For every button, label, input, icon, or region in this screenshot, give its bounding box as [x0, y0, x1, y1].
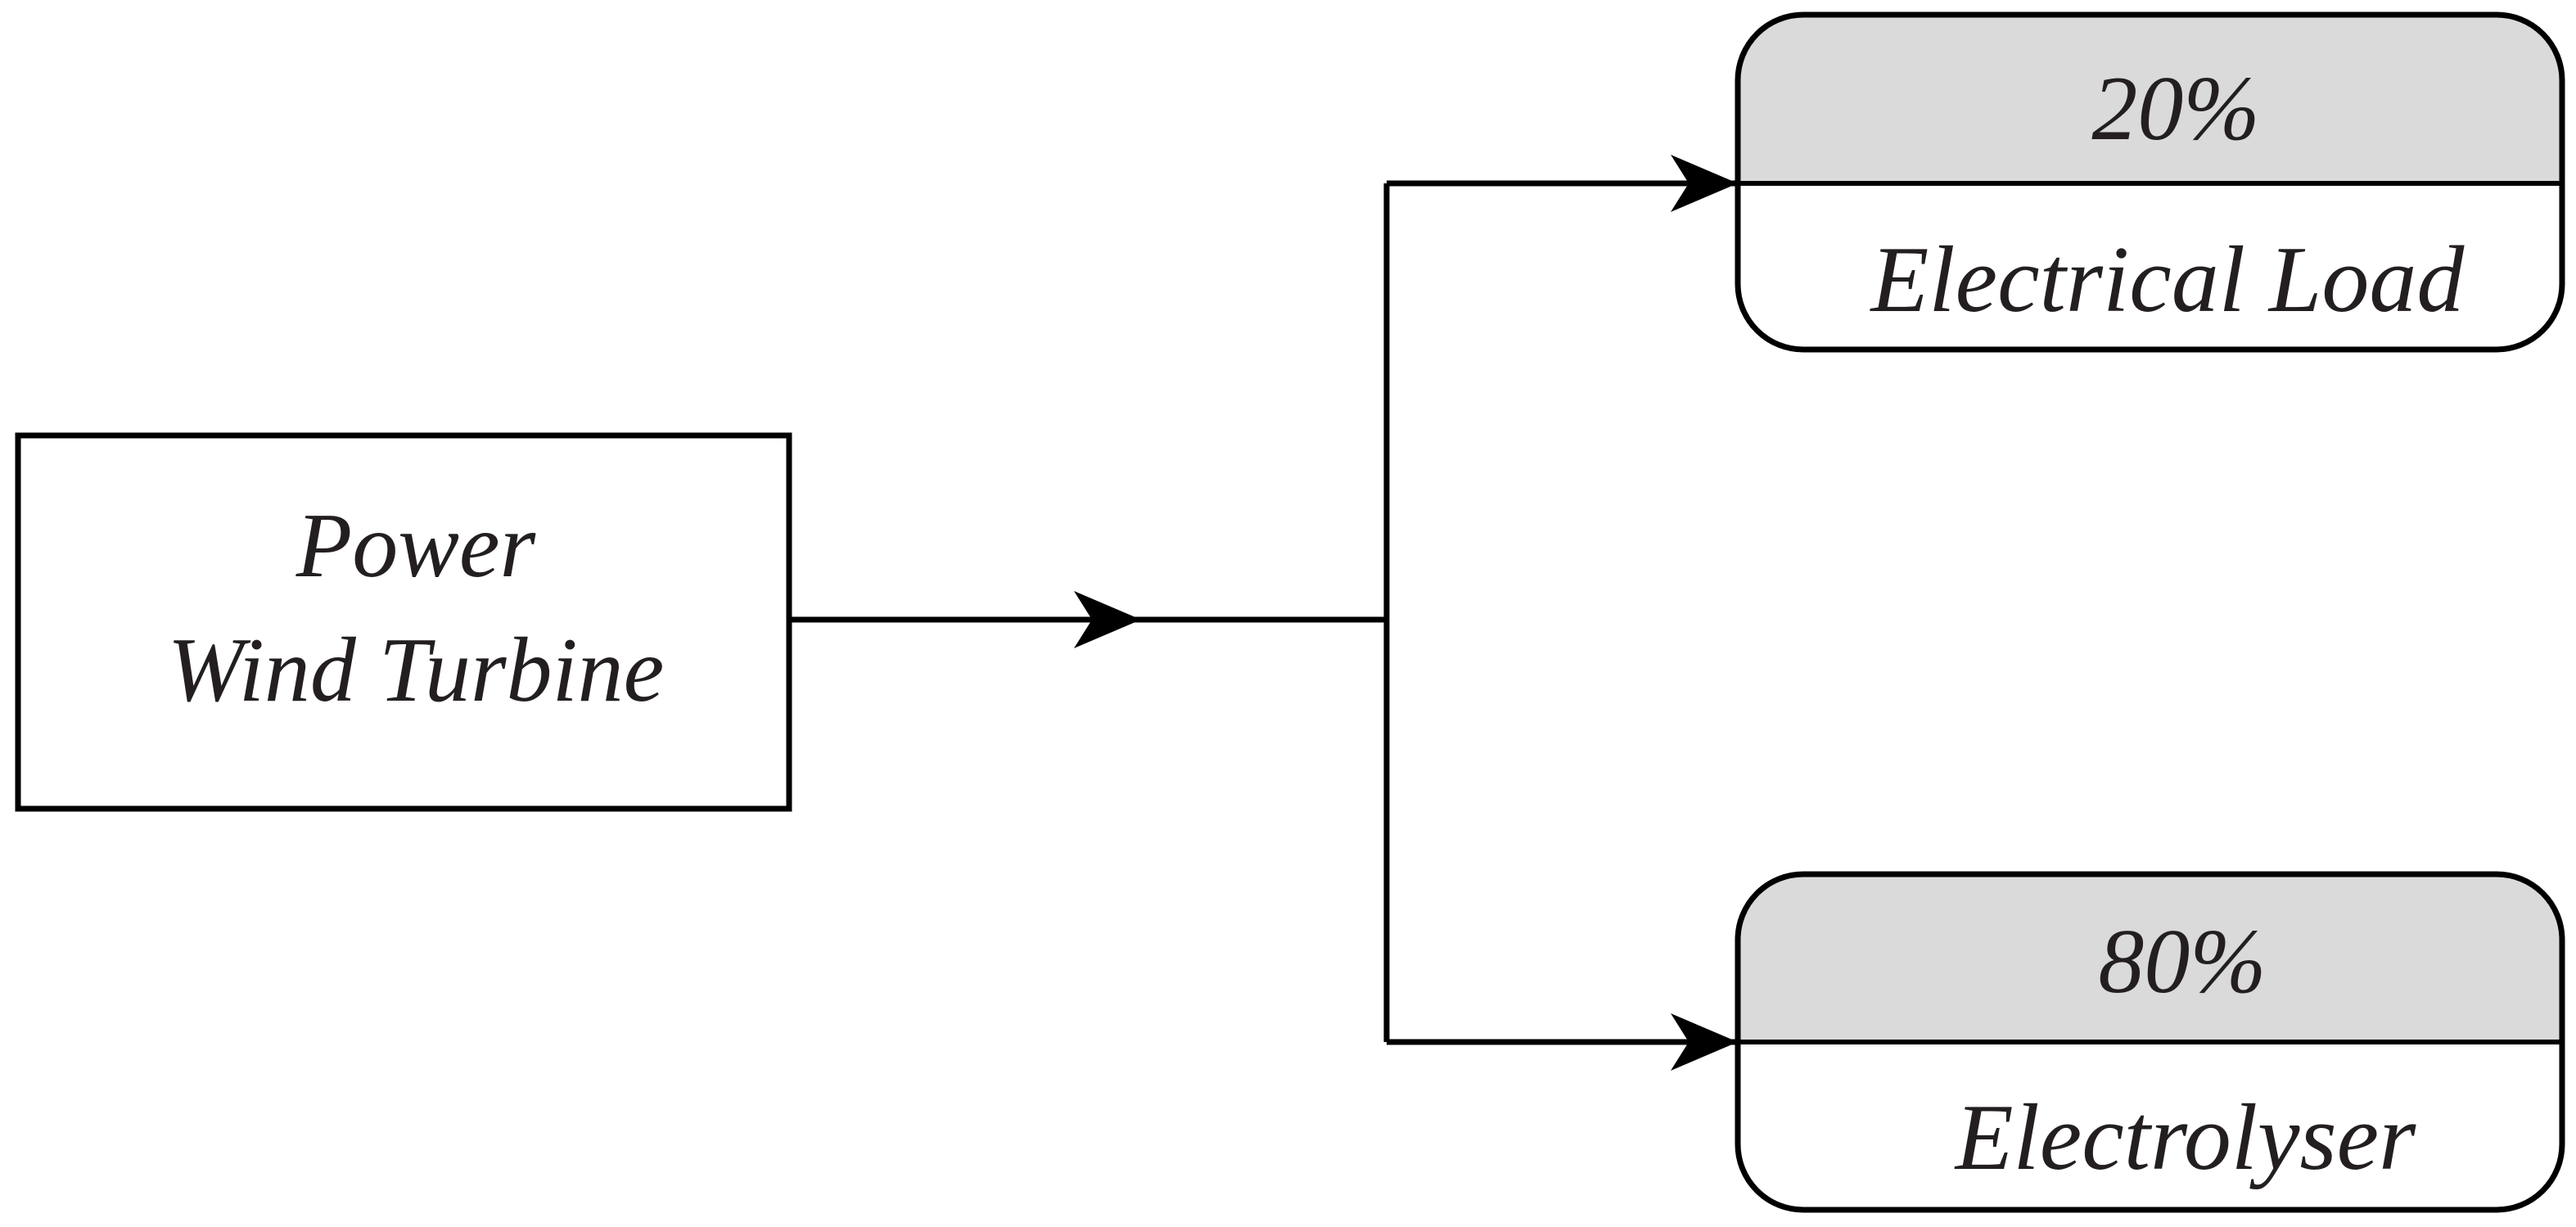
target-header-fill — [1738, 874, 2562, 1042]
source-node: Power Wind Turbine — [15, 432, 792, 812]
main-arrowhead — [1074, 591, 1141, 648]
branch-bottom-arrowhead — [1671, 1013, 1738, 1071]
target-label: Electrical Load — [1870, 228, 2465, 332]
source-subtitle: Wind Turbine — [168, 620, 665, 721]
source-box — [15, 432, 792, 812]
target-share: 80% — [2098, 911, 2266, 1013]
source-title: Power — [295, 495, 536, 597]
connectors — [789, 155, 1738, 1071]
target-node-electrolyser: 80% Electrolyser — [1735, 871, 2565, 1213]
target-node-electrical-load: 20% Electrical Load — [1735, 11, 2565, 353]
branch-top-arrowhead — [1671, 155, 1738, 212]
target-share: 20% — [2091, 58, 2259, 160]
target-label: Electrolyser — [1954, 1085, 2416, 1190]
target-header-fill — [1738, 15, 2562, 183]
